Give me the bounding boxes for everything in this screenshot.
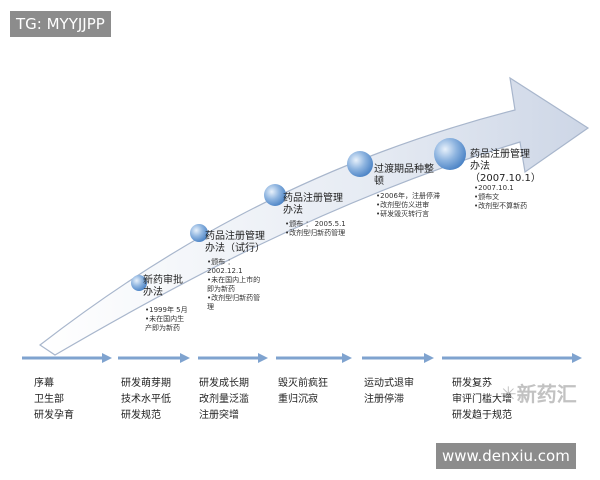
milestone-5-note-2: •颁布文 (474, 193, 500, 201)
period-4-line-2: 重归沉寂 (278, 394, 318, 405)
milestone-3-note-2: •改剂型归新药管理 (285, 229, 346, 237)
milestone-3-title: 药品注册管理 办法 (283, 193, 343, 217)
period-arrow-4 (276, 353, 352, 363)
milestone-2-title-line-1: 药品注册管理 (205, 231, 265, 242)
period-2-text: 研发萌芽期 技术水平低 研发规范 (121, 376, 171, 424)
milestone-dot-1 (131, 275, 147, 291)
milestone-4-note-1: •2006年，注册停滞 (376, 192, 440, 200)
period-1-line-3: 研发孕育 (34, 410, 74, 421)
milestone-2-note-2: 2002.12.1 (207, 267, 243, 275)
period-arrow-3 (198, 353, 268, 363)
period-6-text: 研发复苏 审评门槛大增 研发趋于规范 (452, 376, 512, 424)
milestone-dot-3 (264, 184, 286, 206)
period-2-line-1: 研发萌芽期 (121, 378, 171, 389)
milestone-3-note-1: •颁布 ： 2005.5.1 (285, 220, 346, 228)
period-1-text: 序幕 卫生部 研发孕育 (34, 376, 74, 424)
milestone-5-title: 药品注册管理 办法 （2007.10.1） (470, 149, 541, 185)
period-6-line-1: 研发复苏 (452, 378, 492, 389)
watermark-star-icon: ✳ (500, 382, 517, 406)
milestone-1-title: 新药审批 办法 (143, 275, 183, 299)
period-5-line-1: 运动式退审 (364, 378, 414, 389)
brand-watermark: ✳新药汇 (500, 378, 577, 407)
milestone-4-notes: •2006年，注册停滞 •改剂型仿义进审 •研发毁灭转行言 (376, 192, 440, 219)
period-4-line-1: 毁灭前疯狂 (278, 378, 328, 389)
period-4-text: 毁灭前疯狂 重归沉寂 (278, 376, 328, 408)
period-6-line-2: 审评门槛大增 (452, 394, 512, 405)
period-3-line-2: 改剂量泛滥 (199, 394, 249, 405)
period-arrow-5 (362, 353, 434, 363)
milestone-2-title-line-2: 办法（试行） (205, 243, 265, 254)
milestone-4-title-line-1: 过渡期品种整 (374, 164, 434, 175)
milestone-4-note-2: •改剂型仿义进审 (376, 201, 430, 209)
milestone-2-note-5: •改剂型归新药管 (207, 294, 261, 302)
milestone-1-note-1: •1999年 5月 (145, 306, 188, 314)
milestone-1-title-line-2: 办法 (143, 287, 163, 298)
milestone-2-note-3: •未在国内上市的 (207, 276, 261, 284)
period-2-line-2: 技术水平低 (121, 394, 171, 405)
milestone-5-title-line-1: 药品注册管理 (470, 149, 530, 160)
milestone-2-note-1: •颁布 ： (207, 258, 235, 266)
milestone-1-note-3: 产即为新药 (145, 324, 180, 332)
milestone-dot-4 (347, 151, 373, 177)
milestone-4-title: 过渡期品种整 顿 (374, 164, 434, 188)
period-3-line-1: 研发成长期 (199, 378, 249, 389)
milestone-5-note-1: •2007.10.1 (474, 184, 514, 192)
top-source-tag: TG: MYYJJPP (10, 11, 111, 37)
milestone-2-title: 药品注册管理 办法（试行） (205, 231, 265, 255)
milestone-1-title-line-1: 新药审批 (143, 275, 183, 286)
milestone-2-note-6: 理 (207, 303, 214, 311)
milestone-2-note-4: 即为新药 (207, 285, 235, 293)
milestone-1-note-2: •未在国内生 (145, 315, 185, 323)
milestone-5-title-line-2: 办法 (470, 161, 490, 172)
period-arrow-6 (442, 353, 582, 363)
period-arrow-2 (118, 353, 190, 363)
milestone-3-title-line-1: 药品注册管理 (283, 193, 343, 204)
period-3-line-3: 注册突增 (199, 410, 239, 421)
milestone-1-notes: •1999年 5月 •未在国内生 产即为新药 (145, 306, 188, 333)
period-arrow-1 (22, 353, 112, 363)
milestone-dot-5 (434, 138, 466, 170)
period-1-line-2: 卫生部 (34, 394, 64, 405)
watermark-brand-text: 新药汇 (516, 382, 577, 406)
period-5-line-2: 注册停滞 (364, 394, 404, 405)
period-arrows (22, 353, 582, 363)
period-6-line-3: 研发趋于规范 (452, 410, 512, 421)
milestone-5-note-3: •改剂型不算新药 (474, 202, 528, 210)
bottom-site-tag: www.denxiu.com (436, 443, 576, 469)
period-1-line-1: 序幕 (34, 378, 54, 389)
period-3-text: 研发成长期 改剂量泛滥 注册突增 (199, 376, 249, 424)
milestone-2-notes: •颁布 ： 2002.12.1 •未在国内上市的 即为新药 •改剂型归新药管 理 (207, 258, 260, 312)
milestone-dot-2 (190, 224, 208, 242)
milestone-4-note-3: •研发毁灭转行言 (376, 210, 430, 218)
milestone-3-notes: •颁布 ： 2005.5.1 •改剂型归新药管理 (285, 220, 346, 238)
milestone-5-title-line-3: （2007.10.1） (470, 173, 541, 184)
milestone-5-notes: •2007.10.1 •颁布文 •改剂型不算新药 (474, 184, 527, 211)
milestone-3-title-line-2: 办法 (283, 205, 303, 216)
period-2-line-3: 研发规范 (121, 410, 161, 421)
milestone-4-title-line-2: 顿 (374, 176, 384, 187)
period-5-text: 运动式退审 注册停滞 (364, 376, 414, 408)
